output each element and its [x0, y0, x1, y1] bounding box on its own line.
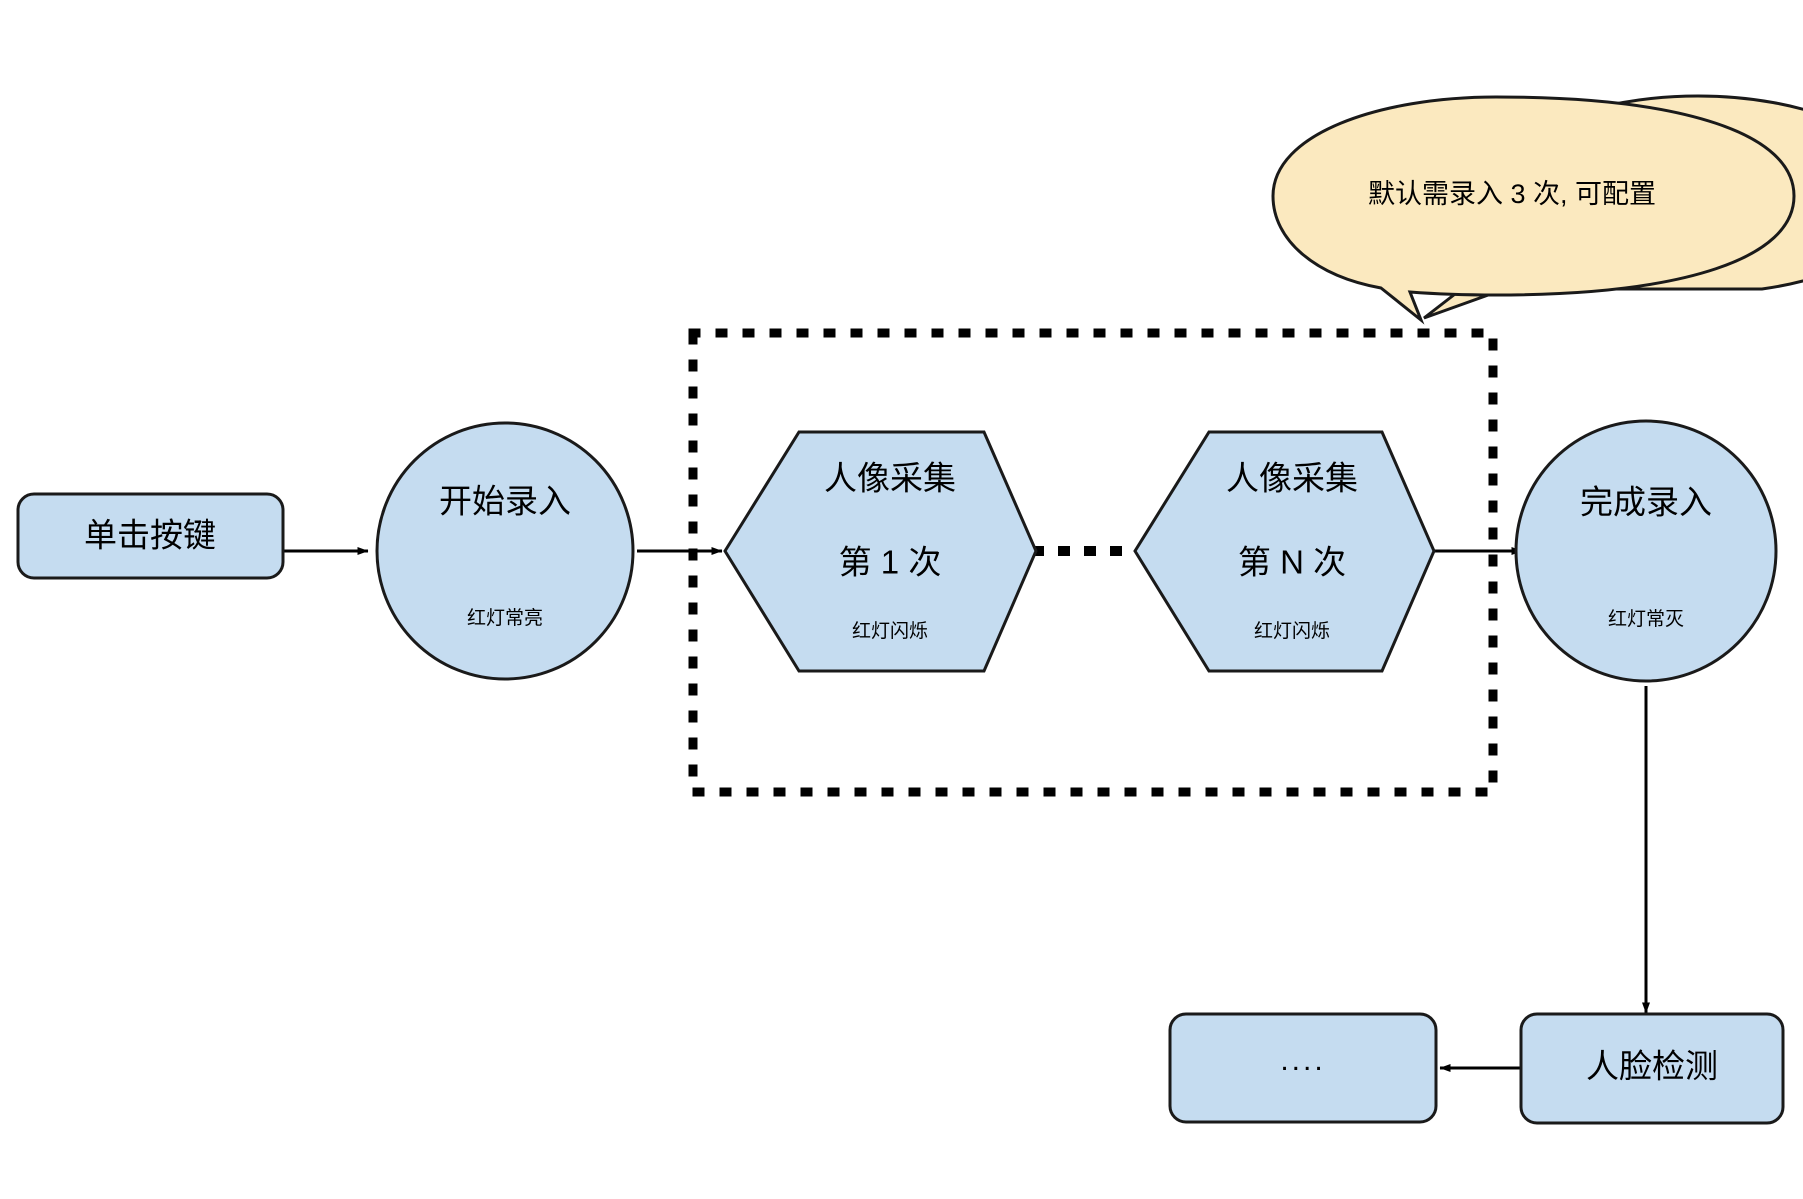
node-capture-first-label: 人像采集 — [824, 460, 956, 497]
node-start-enroll-label: 开始录入 — [439, 483, 571, 520]
node-capture-nth-label2: 第 N 次 — [1238, 544, 1346, 581]
node-capture-nth-label: 人像采集 — [1226, 460, 1358, 497]
node-start-enroll[interactable]: 开始录入 红灯常亮 — [375, 421, 635, 681]
node-face-detect-label: 人脸检测 — [1586, 1048, 1718, 1085]
callout-label: 默认需录入 3 次, 可配置 — [1368, 179, 1656, 209]
node-capture-nth[interactable]: 人像采集 第 N 次 红灯闪烁 — [1133, 430, 1436, 673]
node-start-enroll-sublabel: 红灯常亮 — [467, 607, 543, 629]
node-capture-first-sublabel: 红灯闪烁 — [852, 620, 928, 642]
node-capture-first[interactable]: 人像采集 第 1 次 红灯闪烁 — [723, 430, 1038, 673]
node-more-steps-label: .... — [1280, 1044, 1325, 1077]
node-capture-first-label2: 第 1 次 — [839, 544, 942, 581]
node-click-button-label: 单击按键 — [84, 517, 216, 554]
node-finish-enroll-label: 完成录入 — [1580, 484, 1712, 521]
capture-loop-group-box — [688, 328, 1498, 797]
node-capture-nth-sublabel: 红灯闪烁 — [1254, 620, 1330, 642]
node-finish-enroll[interactable]: 完成录入 红灯常灭 — [1514, 419, 1778, 683]
callout-default-enroll-count: 默认需录入 3 次, 可配置 — [1271, 94, 1803, 325]
node-click-button[interactable]: 单击按键 — [16, 492, 285, 580]
node-face-detect[interactable]: 人脸检测 — [1519, 1012, 1785, 1125]
node-finish-enroll-sublabel: 红灯常灭 — [1608, 608, 1684, 630]
node-more-steps[interactable]: .... — [1168, 1012, 1438, 1124]
